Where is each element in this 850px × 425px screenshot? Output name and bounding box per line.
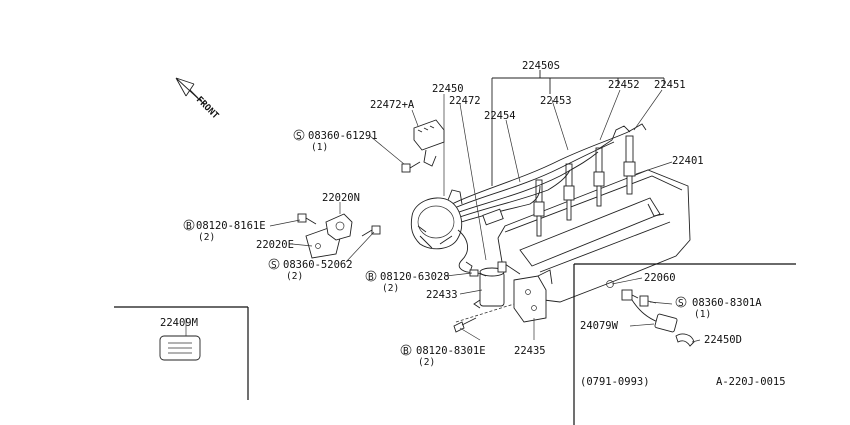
fastener-marker: B [403, 346, 409, 357]
part-label: 22454 [484, 110, 516, 122]
part-label: 22450S [522, 60, 560, 72]
part-label: 24079W [580, 320, 619, 332]
ignition-wires [443, 123, 647, 229]
part-label: 22450 [432, 83, 464, 95]
fastener-qty: (1) [311, 142, 328, 153]
fastener-marker: S [678, 298, 684, 309]
fastener-qty: (2) [382, 283, 399, 294]
fastener-qty: (2) [286, 271, 303, 282]
detail-inset-frame [573, 263, 796, 425]
fastener-code: 08120-63028 [380, 271, 450, 283]
ignition-coil [473, 261, 507, 309]
part-label: 22451 [654, 79, 686, 91]
fastener-qty: (2) [418, 357, 435, 368]
fastener-callout: S 08360-61291 (1) [293, 129, 378, 153]
fastener-qty: (2) [198, 232, 215, 243]
wire-set-bracket [491, 70, 665, 186]
spark-plug [593, 147, 605, 207]
screw-icon [401, 161, 421, 173]
part-label: 22472 [449, 95, 481, 107]
coil-bracket [513, 269, 553, 323]
front-arrow-icon [175, 77, 205, 105]
ignition-module [413, 119, 445, 167]
part-label: 22452 [608, 79, 640, 91]
part-label: 22401 [672, 155, 704, 167]
date-range: (0791-0993) [580, 376, 650, 388]
fastener-marker: B [368, 272, 374, 283]
part-label: 22020E [256, 239, 294, 251]
spark-plug [533, 179, 545, 237]
leader-lines [185, 89, 701, 343]
fastener-marker: B [186, 221, 192, 232]
fastener-code: 08120-8301E [416, 345, 486, 357]
bolt-icon [639, 295, 657, 307]
part-label: 22435 [514, 345, 546, 357]
sensor-harness [631, 299, 678, 333]
fastener-callout: B 08120-8161E (2) [183, 219, 266, 243]
sensor-body [325, 213, 353, 241]
fastener-callout: S 08360-52062 (2) [268, 258, 353, 282]
diagram-id: A-220J-0015 [716, 376, 786, 388]
part-label: 22450D [704, 334, 742, 346]
fastener-qty: (1) [694, 309, 711, 320]
bolt-icon [453, 317, 477, 333]
fastener-marker: S [271, 260, 277, 271]
spark-plug [623, 135, 636, 195]
fastener-callout: B 08120-63028 (2) [365, 270, 450, 294]
wire-holder-clip [482, 208, 504, 226]
fastener-code: 08360-52062 [283, 259, 353, 271]
fastener-code: 08360-61291 [308, 130, 378, 142]
part-label: 22433 [426, 289, 458, 301]
distributor [410, 189, 463, 250]
caution-label-icon [159, 335, 201, 361]
part-label: 22453 [540, 95, 572, 107]
harness-clip [675, 333, 695, 347]
fastener-code: 08120-8161E [196, 220, 266, 232]
spark-plug-row [533, 135, 636, 237]
inset-part-label: 22409M [160, 317, 198, 329]
front-label: FRONT [194, 95, 221, 122]
fastener-callout: S 08360-8301A (1) [675, 296, 762, 320]
fastener-marker: S [296, 131, 302, 142]
part-label: 22472+A [370, 99, 415, 111]
fastener-code: 08360-8301A [692, 297, 762, 309]
label-inset-frame [114, 306, 249, 400]
coil-lead-wire [457, 229, 479, 273]
bolt-icon [361, 225, 381, 237]
fastener-callout: B 08120-8301E (2) [400, 344, 486, 368]
part-label: 22020N [322, 192, 360, 204]
part-label: 22060 [644, 272, 676, 284]
knock-sensor [621, 289, 639, 301]
bolt-icon [297, 213, 317, 225]
